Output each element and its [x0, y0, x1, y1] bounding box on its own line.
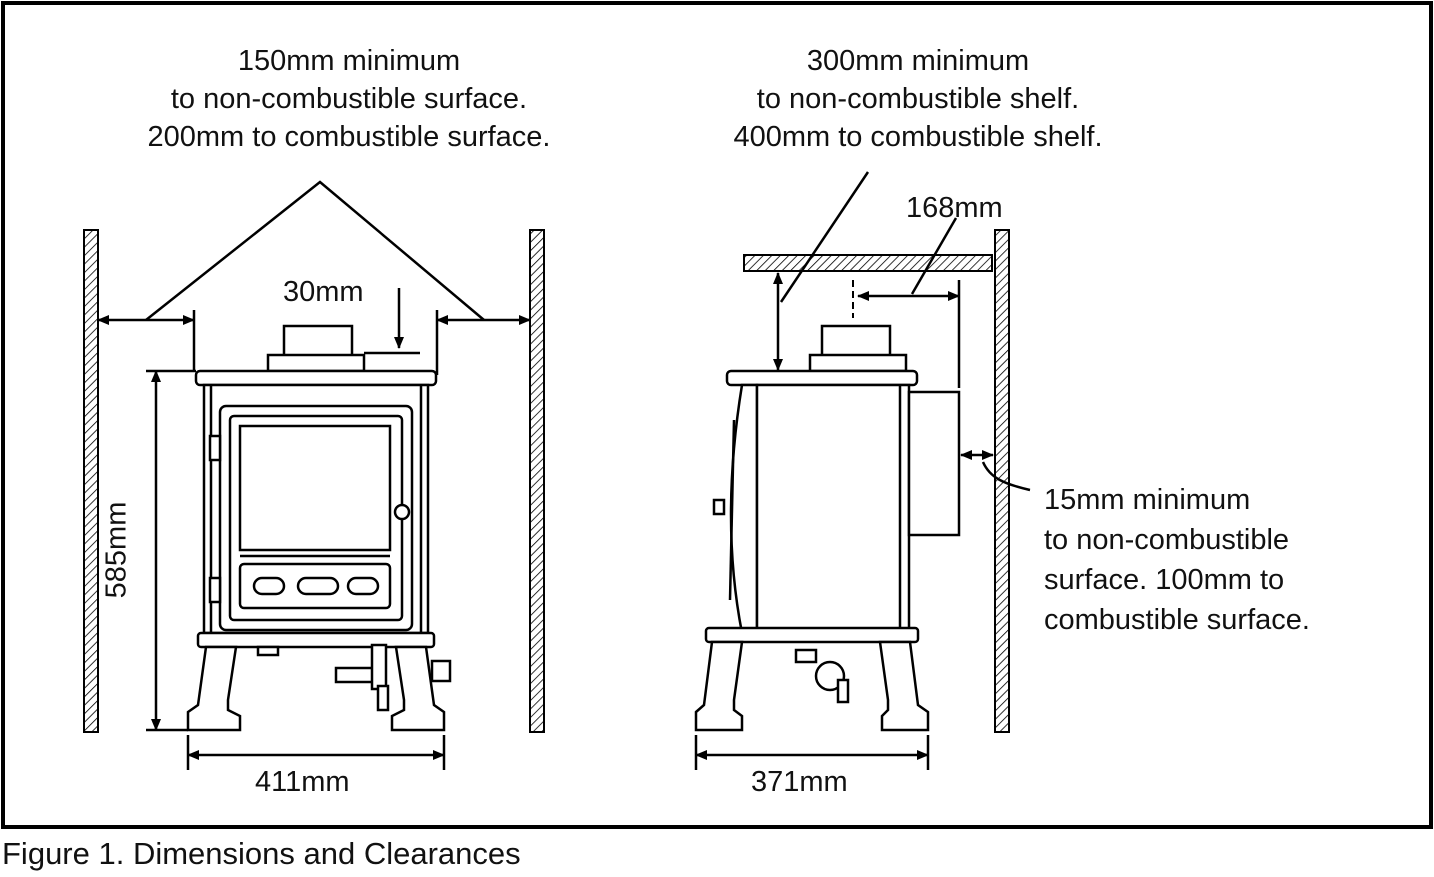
front-glass — [238, 424, 392, 552]
height-label: 585mm — [100, 501, 133, 599]
side-clearance-note: 150mm minimum to non-combustible surface… — [148, 42, 551, 156]
side-rear-leg — [878, 640, 930, 732]
diagram-border — [1, 1, 1433, 829]
side-stove-body — [755, 383, 911, 635]
front-flue-collar — [282, 324, 354, 358]
flue-offset-label: 168mm — [906, 192, 1003, 224]
front-plinth — [196, 631, 436, 649]
dimensions-diagram — [1, 1, 1433, 829]
shelf — [743, 254, 993, 272]
front-left-leg — [186, 645, 242, 732]
side-top-plate — [725, 369, 919, 387]
front-view — [83, 180, 545, 770]
front-width-label: 411mm — [255, 766, 350, 798]
note-line: to non-combustible surface. — [170, 83, 528, 115]
shelf-clearance-note: 300mm minimum to non-combustible shelf. … — [733, 42, 1102, 156]
front-door — [218, 404, 414, 632]
side-plinth — [704, 626, 920, 644]
front-valve — [334, 666, 378, 684]
right-wall — [529, 229, 545, 733]
rear-heat-shield — [907, 390, 961, 537]
side-view — [694, 171, 1031, 770]
top-gap-label: 30mm — [283, 276, 364, 308]
front-top-plate — [194, 369, 438, 387]
note-line: 300mm minimum — [806, 45, 1030, 77]
note-line: 200mm to combustible surface. — [147, 121, 551, 153]
note-line: 15mm minimum — [1044, 484, 1251, 516]
side-flue-collar — [820, 324, 892, 358]
note-line: surface. 100mm to — [1044, 564, 1285, 596]
note-line: combustible surface. — [1044, 604, 1310, 636]
note-line: 150mm minimum — [237, 45, 461, 77]
left-wall — [83, 229, 99, 733]
side-depth-label: 371mm — [751, 766, 848, 798]
note-line: 400mm to combustible shelf. — [733, 121, 1103, 153]
front-right-leg — [390, 645, 446, 732]
note-line: to non-combustible — [1044, 524, 1290, 556]
note-line: to non-combustible shelf. — [756, 83, 1080, 115]
figure-caption: Figure 1. Dimensions and Clearances — [2, 836, 521, 871]
rear-clearance-note: 15mm minimum to non-combustible surface.… — [1044, 480, 1310, 640]
side-front-leg — [694, 640, 744, 732]
